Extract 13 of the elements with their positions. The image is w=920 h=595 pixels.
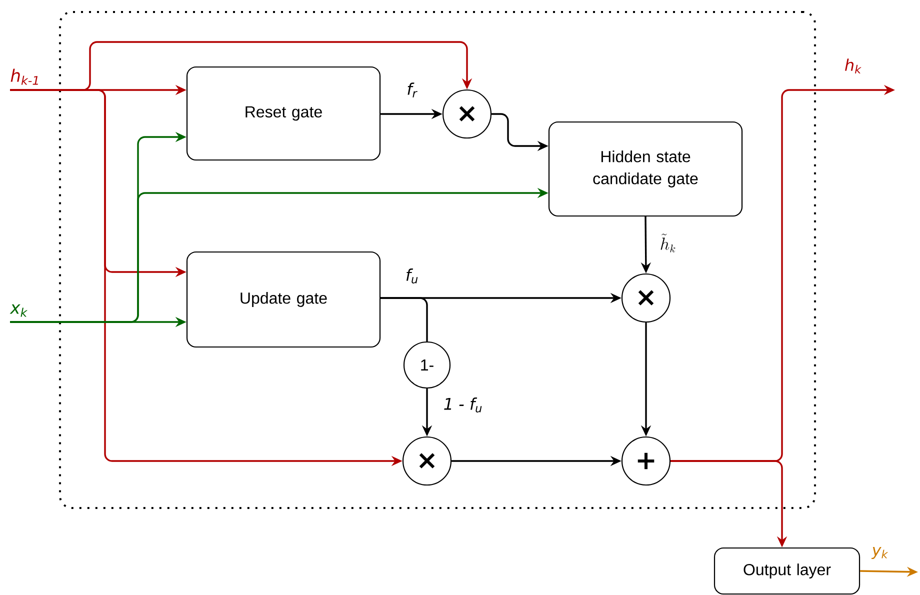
edge-label: $\tilde{h}_k$ (660, 234, 676, 252)
process-box: Update gate (186, 251, 381, 348)
edge-label: h$_{k}$ (845, 58, 862, 74)
process-box: Hidden state candidate gate (548, 121, 743, 217)
dotted-frame (59, 11, 816, 509)
edge-label: y$_{k}$ (871, 546, 888, 560)
input-label: x$_{k}$ (10, 304, 28, 317)
edge-label: f$_{r}$ (408, 82, 418, 98)
process-box: Output layer (714, 547, 860, 595)
input-label: h$_{k-1}$ (10, 68, 38, 85)
process-box: Reset gate (186, 66, 381, 161)
edge-label: 1 - f$_{u}$ (444, 398, 482, 412)
edge-label: f$_{u}$ (406, 268, 418, 284)
